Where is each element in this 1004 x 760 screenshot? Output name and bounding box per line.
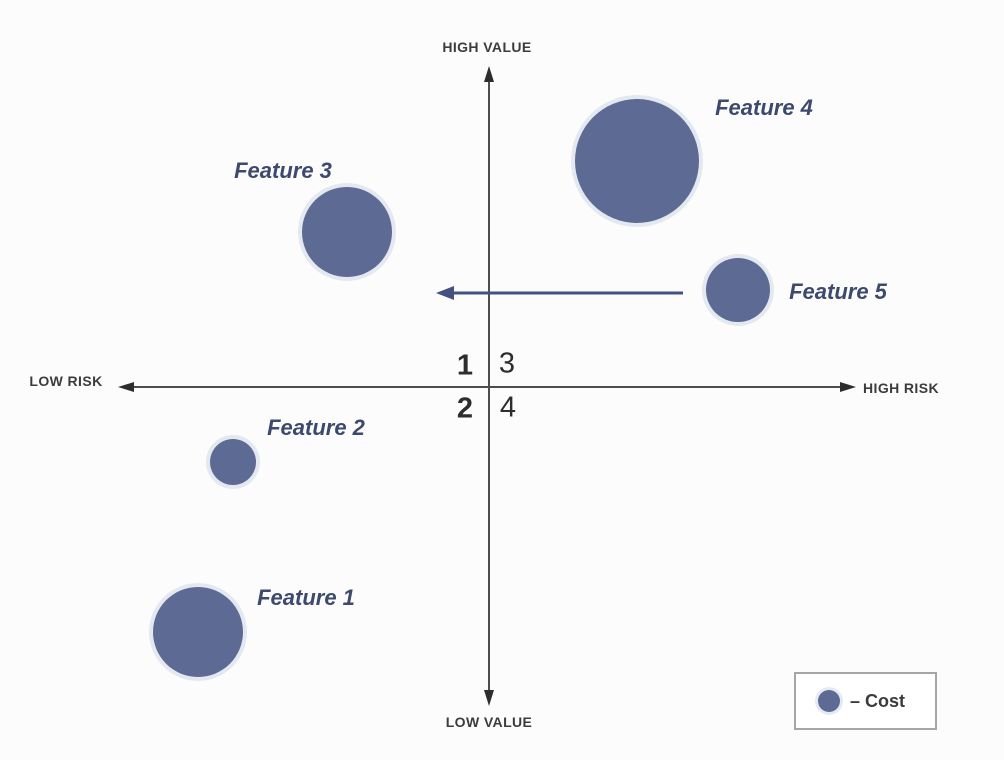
axis-label-low-risk: LOW RISK [29, 373, 103, 389]
quadrant-number-2: 2 [456, 392, 474, 425]
bubble-label-feature-1: Feature 1 [257, 585, 355, 610]
quadrant-number-3: 3 [498, 347, 516, 380]
bubble-feature-5 [706, 258, 770, 322]
axis-arrowhead-up-icon [484, 66, 494, 82]
bubble-label-feature-5: Feature 5 [789, 279, 887, 304]
bubble-label-feature-4: Feature 4 [715, 95, 813, 120]
bubble-feature-2 [210, 439, 256, 485]
axis-label-high-risk: HIGH RISK [863, 380, 939, 396]
axis-label-low-value: LOW VALUE [445, 714, 533, 730]
bubble-label-feature-3: Feature 3 [234, 158, 332, 183]
bubble-label-feature-2: Feature 2 [267, 415, 365, 440]
bubble-feature-4 [575, 99, 699, 223]
cost-bubble-icon [818, 690, 840, 712]
axis-arrowhead-down-icon [484, 690, 494, 706]
axis-arrowhead-right-icon [840, 382, 856, 392]
trend-arrow [436, 286, 683, 300]
axis-arrowhead-left-icon [118, 382, 134, 392]
axis-label-high-value: HIGH VALUE [442, 39, 532, 55]
bubble-feature-1 [153, 587, 243, 677]
cost-legend: – Cost [794, 672, 937, 730]
quadrant-number-4: 4 [499, 391, 517, 424]
cost-legend-label: – Cost [850, 690, 906, 711]
vertical-axis [484, 66, 494, 706]
bubble-feature-3 [302, 187, 392, 277]
horizontal-axis [118, 382, 856, 392]
quadrant-number-1: 1 [456, 349, 474, 382]
trend-arrowhead-left-icon [436, 286, 454, 300]
